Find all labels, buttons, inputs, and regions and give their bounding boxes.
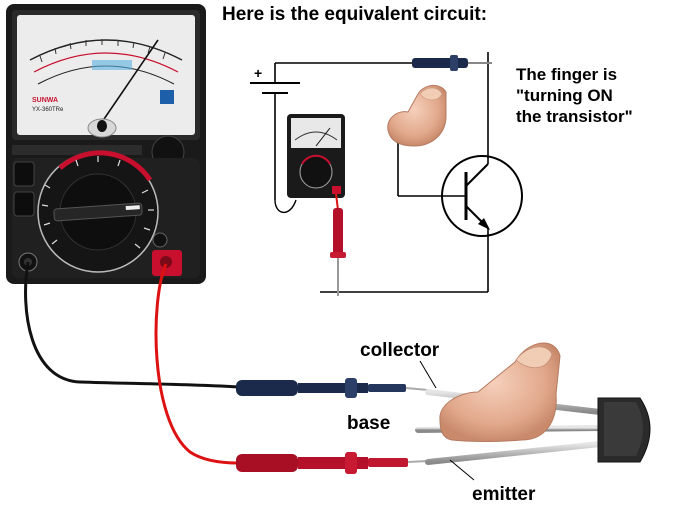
red-probe-tip <box>407 460 429 463</box>
black-probe-tip <box>405 387 429 391</box>
finger-circuit <box>387 85 447 147</box>
collector-pointer <box>419 360 437 389</box>
black-lead-wire <box>24 261 239 389</box>
finger-note: The finger is "turning ON the transistor… <box>516 64 633 127</box>
selector-pointer <box>53 202 143 222</box>
emitter-label: emitter <box>472 484 536 505</box>
circuit-mini-meter <box>274 114 346 296</box>
transistor-circle <box>441 155 523 237</box>
emitter-arrow <box>478 218 490 230</box>
finger-note-line3: the transistor" <box>516 107 633 126</box>
transistor-collector-line <box>465 163 489 187</box>
circuit-black-probe <box>412 55 492 71</box>
meter-side-button[interactable] <box>13 161 35 187</box>
multimeter: SUNWA YX-360TRe <box>6 4 206 284</box>
test-leads <box>24 261 429 474</box>
selector-ticks <box>41 156 154 249</box>
collector-label: collector <box>360 340 440 361</box>
red-probe-guard <box>345 452 357 474</box>
circuit-red-probe <box>333 208 343 256</box>
selector-red-arc <box>58 150 153 182</box>
red-probe-handle <box>236 454 298 472</box>
finger-note-line2: "turning ON <box>516 86 613 105</box>
meter-needle <box>101 39 159 123</box>
meter-model: YX-360TRe <box>32 107 64 113</box>
black-probe-guard <box>345 378 357 398</box>
equivalent-circuit <box>250 52 523 293</box>
meter-mirror-band <box>92 60 132 70</box>
meter-scale-arc-red <box>33 52 179 73</box>
meter-dial-face <box>17 15 195 135</box>
emitter-lead <box>425 441 603 465</box>
meter-ce-badge <box>160 90 174 104</box>
meter-bezel <box>12 145 142 155</box>
base-label: base <box>347 413 391 434</box>
fingernail <box>515 346 553 368</box>
transistor-photo <box>415 342 651 465</box>
meter-brand: SUNWA <box>32 97 58 104</box>
black-probe-handle <box>236 380 298 396</box>
battery-plus-sign: + <box>254 65 262 81</box>
finger-note-line1: The finger is <box>516 65 618 84</box>
meter-scale-arc <box>29 39 183 61</box>
page-title: Here is the equivalent circuit: <box>222 4 488 25</box>
emitter-pointer <box>449 459 475 481</box>
meter-scale-ticks <box>39 39 166 63</box>
red-lead-wire <box>154 263 239 465</box>
